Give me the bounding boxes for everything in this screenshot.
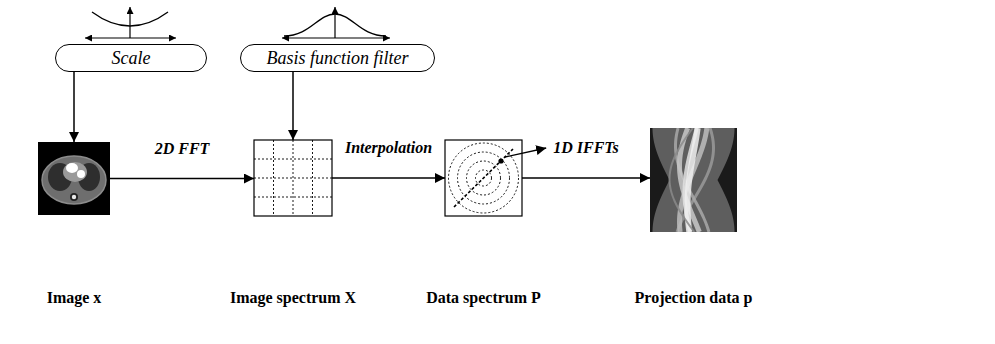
polar-circles <box>449 143 519 213</box>
polar-frame <box>445 140 522 216</box>
heart-chamber <box>77 170 85 178</box>
illustration-part <box>254 159 332 160</box>
filter-curve-plot <box>282 7 390 38</box>
sinogram-traces <box>653 128 735 232</box>
spectrum-panel: Image spectrum X <box>254 140 332 216</box>
radial-line <box>454 149 513 207</box>
sinogram-trace <box>676 128 709 232</box>
scale-curve-plot <box>85 7 176 38</box>
operation-pill: Scale <box>55 44 207 72</box>
bell-curve <box>284 14 386 36</box>
sinogram-trace <box>670 128 695 232</box>
heart <box>63 162 87 182</box>
sinogram-ground <box>650 128 737 232</box>
sample-dot <box>498 158 503 163</box>
parabola-curve <box>92 12 168 26</box>
illustration-part <box>254 178 332 179</box>
panel-caption: Image x <box>47 289 102 307</box>
flow-arrow <box>110 178 254 180</box>
body-outline <box>42 156 106 204</box>
image-ground <box>38 142 110 215</box>
flow-arrow <box>522 177 650 179</box>
illustration-part <box>449 143 519 213</box>
operation-label: 1D IFFTs <box>551 139 621 157</box>
operation-label: Scale <box>112 48 151 69</box>
operation-label: Interpolation <box>343 139 434 157</box>
grid-lines <box>254 140 332 216</box>
spine <box>70 193 78 201</box>
sinogram-trace <box>685 128 697 232</box>
axis-line <box>129 7 130 38</box>
axis-line <box>282 37 390 38</box>
operation-pill: Basis function filter <box>240 44 435 72</box>
spine <box>72 195 76 199</box>
sinogram-panel: Projection data p <box>650 128 737 232</box>
operation-label: 2D FFT <box>153 140 212 158</box>
flow-arrow <box>332 177 445 179</box>
grid-frame <box>254 140 332 216</box>
axis-line <box>334 7 335 38</box>
body-envelope <box>653 128 735 232</box>
sinogram <box>650 128 737 232</box>
panel-caption: Data spectrum P <box>426 289 541 307</box>
panel-caption: Projection data p <box>635 289 753 307</box>
flow-arrow <box>292 72 294 140</box>
panel-caption: Image spectrum X <box>230 289 356 307</box>
image-panel: Image x <box>38 142 110 215</box>
leader-arrow <box>505 148 546 157</box>
ct-image <box>38 142 110 215</box>
sinogram-trace <box>688 128 698 232</box>
illustration-part <box>254 197 332 198</box>
illustration-part <box>273 140 274 216</box>
operation-label: Basis function filter <box>267 48 409 69</box>
spectrum-grid <box>254 140 332 216</box>
illustration-part <box>293 140 294 216</box>
flow-arrow <box>73 72 75 142</box>
spectrum-panel: Data spectrum P <box>445 140 522 216</box>
polar-grid <box>445 140 522 216</box>
heart-chamber <box>66 163 78 173</box>
illustration-part <box>312 140 313 216</box>
